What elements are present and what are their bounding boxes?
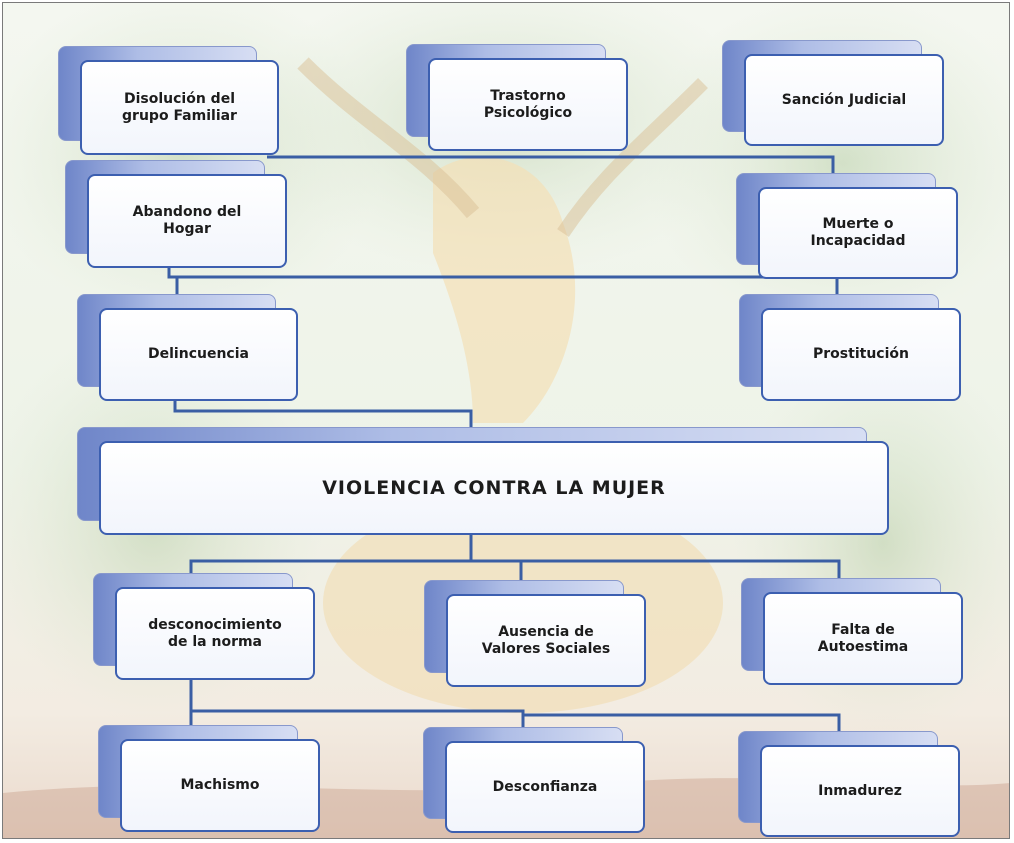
node-ausencia-label: Ausencia de Valores Sociales	[481, 623, 611, 657]
node-machismo-label: Machismo	[180, 777, 260, 793]
node-delincuencia: Delincuencia	[77, 294, 298, 401]
node-prostitucion: Prostitución	[739, 294, 961, 401]
node-desconfianza-label: Desconfianza	[492, 778, 598, 795]
node-main-problem: VIOLENCIA CONTRA LA MUJER	[77, 427, 889, 535]
node-desconfianza: Desconfianza	[423, 727, 645, 833]
node-falta: Falta de Autoestima	[741, 578, 963, 685]
node-abandono: Abandono del Hogar	[65, 160, 287, 268]
node-sancion-label: Sanción Judicial	[781, 91, 907, 108]
node-muerte-label: Muerte o Incapacidad	[810, 216, 906, 249]
node-trastorno: Trastorno Psicológico	[406, 44, 628, 151]
node-falta-label: Falta de Autoestima	[817, 621, 909, 655]
node-abandono-label: Abandono del Hogar	[132, 204, 242, 237]
node-desconocimiento-label: desconocimiento de la norma	[148, 616, 282, 650]
main-problem-title: VIOLENCIA CONTRA LA MUJER	[322, 476, 666, 499]
node-desconocimiento: desconocimiento de la norma	[93, 573, 315, 680]
node-inmadurez: Inmadurez	[738, 731, 960, 837]
node-muerte: Muerte o Incapacidad	[736, 173, 958, 279]
node-prostitucion-label: Prostitución	[813, 346, 909, 362]
node-disolucion: Disolución del grupo Familiar	[58, 46, 279, 155]
node-delincuencia-label: Delincuencia	[148, 346, 249, 362]
node-sancion: Sanción Judicial	[722, 40, 944, 146]
node-machismo: Machismo	[98, 725, 320, 832]
node-ausencia: Ausencia de Valores Sociales	[424, 580, 646, 687]
node-inmadurez-label: Inmadurez	[818, 782, 902, 799]
node-disolucion-label: Disolución del grupo Familiar	[122, 90, 237, 124]
node-trastorno-label: Trastorno Psicológico	[483, 87, 573, 121]
